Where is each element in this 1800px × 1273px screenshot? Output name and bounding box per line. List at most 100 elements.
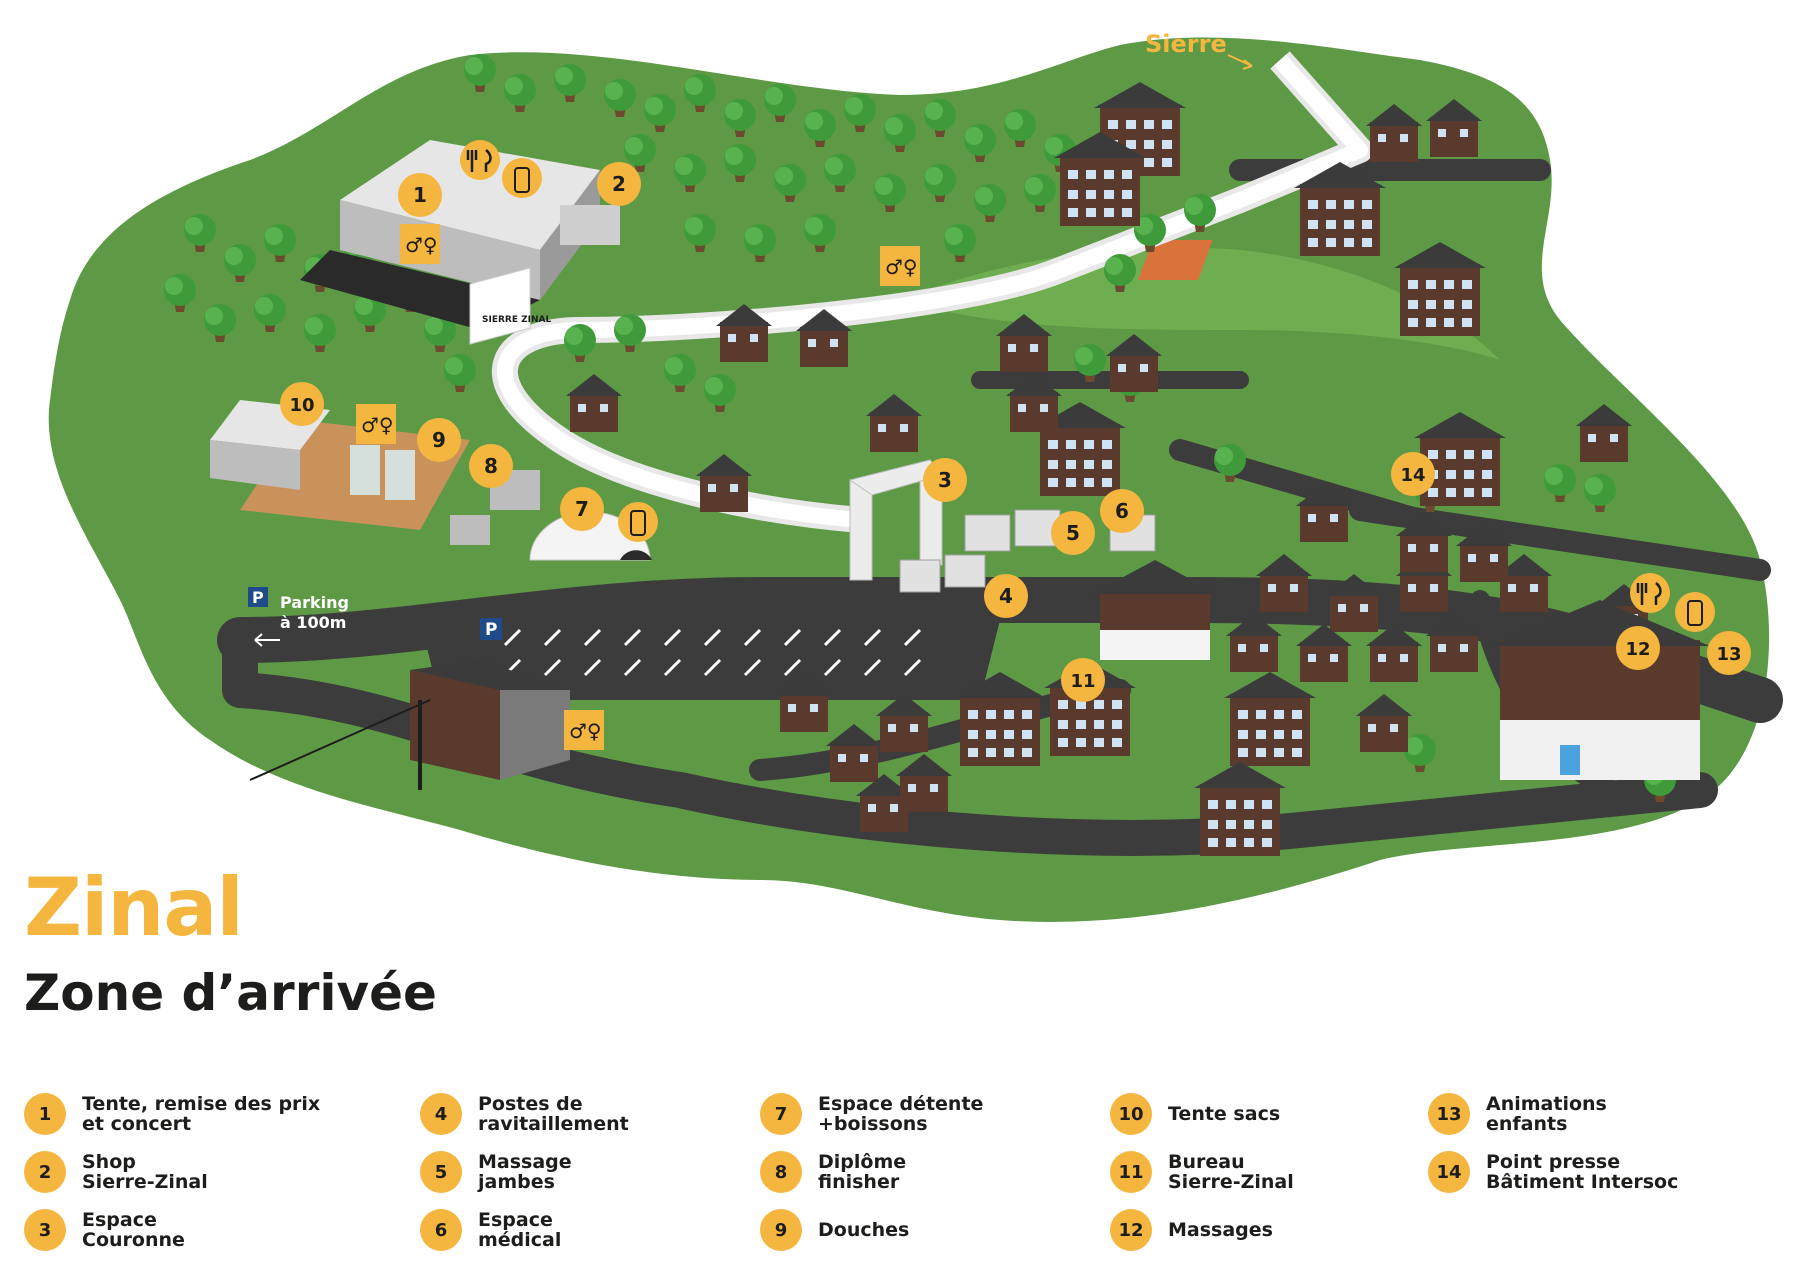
water-bottle-icon [618,502,658,542]
cable-car-station [249,660,570,790]
toilets-icon: ♂♀ [564,710,604,750]
legend-badge: 11 [1110,1151,1152,1193]
restaurant-icon [460,140,500,180]
map-marker-8[interactable]: 8 [469,444,513,488]
toilets-icon: ♂♀ [880,246,920,286]
svg-text:14: 14 [1400,465,1425,486]
svg-text:♂♀: ♂♀ [569,719,602,743]
svg-text:13: 13 [1716,644,1741,665]
svg-text:♂♀: ♂♀ [361,413,394,437]
legend-label: Tente, remise des prix et concert [82,1093,321,1135]
legend-item-5: 5 Massage jambes [420,1151,728,1193]
legend-label: Point presse Bâtiment Intersoc [1486,1151,1679,1193]
intersoc-building [1490,600,1710,780]
water-bottle-icon [1675,592,1715,632]
bag-tent [210,400,330,490]
svg-text:9: 9 [432,428,446,452]
map-marker-11[interactable]: 11 [1061,658,1105,702]
legend-item-13: 13 Animations enfants [1428,1093,1736,1135]
svg-text:11: 11 [1070,671,1095,692]
map-marker-2[interactable]: 2 [597,162,641,206]
legend-item-8: 8 Diplôme finisher [760,1151,1068,1193]
legend-item-2: 2 Shop Sierre-Zinal [24,1151,332,1193]
legend-badge: 7 [760,1093,802,1135]
map-marker-3[interactable]: 3 [923,458,967,502]
legend-label: Animations enfants [1486,1093,1607,1135]
parking-icon: P [248,587,268,607]
legend-badge: 14 [1428,1151,1470,1193]
legend-item-10: 10 Tente sacs [1110,1093,1418,1135]
svg-text:2: 2 [612,172,626,196]
sierre-zinal-banner: SIERRE ZINAL [469,267,551,345]
svg-text:♂♀: ♂♀ [405,233,438,257]
legend-badge: 12 [1110,1209,1152,1251]
svg-text:♂♀: ♂♀ [885,255,918,279]
finish-arch [848,459,943,581]
legend-badge: 5 [420,1151,462,1193]
legend-item-11: 11 Bureau Sierre-Zinal [1110,1151,1418,1193]
legend-item-6: 6 Espace médical [420,1209,728,1251]
legend-label: Postes de ravitaillement [478,1093,629,1135]
tennis-court [1138,240,1213,280]
showers [350,445,415,500]
map-marker-14[interactable]: 14 [1391,452,1435,496]
parking-label: Parking à 100m [280,593,355,632]
legend-label: Diplôme finisher [818,1151,907,1193]
map-marker-13[interactable]: 13 [1707,631,1751,675]
legend-item-12: 12 Massages [1110,1209,1418,1251]
map-marker-7[interactable]: 7 [560,487,604,531]
legend-label: Shop Sierre-Zinal [82,1151,208,1193]
map-marker-10[interactable]: 10 [280,382,324,426]
toilets-icon: ♂♀ [400,224,440,264]
legend-item-9: 9 Douches [760,1209,1068,1251]
legend-item-4: 4 Postes de ravitaillement [420,1093,728,1135]
restaurant-icon [1630,573,1670,613]
legend-label: Massages [1168,1219,1273,1241]
parking-label-line-1: Parking [280,593,349,612]
legend-label: Espace médical [478,1209,562,1251]
office-building [1092,560,1218,660]
map-marker-9[interactable]: 9 [417,418,461,462]
legend-label: Massage jambes [478,1151,572,1193]
map-marker-5[interactable]: 5 [1051,511,1095,555]
legend-label: Tente sacs [1168,1103,1281,1125]
zinal-finish-area-map: SIERRE ZINAL Sierre P Parking à 100m P ♂… [48,30,1783,922]
svg-text:10: 10 [289,395,314,416]
shop-building [560,205,620,245]
svg-text:6: 6 [1115,499,1129,523]
legend-item-3: 3 Espace Couronne [24,1209,332,1251]
legend-item-1: 1 Tente, remise des prix et concert [24,1093,332,1135]
legend-label: Douches [818,1219,910,1241]
legend-label: Bureau Sierre-Zinal [1168,1151,1294,1193]
legend-badge: 13 [1428,1093,1470,1135]
map-marker-4[interactable]: 4 [984,574,1028,618]
legend-item-14: 14 Point presse Bâtiment Intersoc [1428,1151,1736,1193]
legend-badge: 3 [24,1209,66,1251]
legend-badge: 6 [420,1209,462,1251]
map-title: Zinal [24,861,244,954]
legend-badge: 1 [24,1093,66,1135]
svg-text:7: 7 [575,497,589,521]
svg-text:P: P [485,620,497,640]
map-marker-6[interactable]: 6 [1100,489,1144,533]
legend-badge: 9 [760,1209,802,1251]
svg-text:P: P [252,588,264,607]
svg-text:8: 8 [484,454,498,478]
parking-label-line-2: à 100m [280,613,346,632]
legend-label: Espace détente +boissons [818,1093,984,1135]
left-arrow-icon [254,633,280,647]
svg-text:5: 5 [1066,521,1080,545]
map-marker-12[interactable]: 12 [1616,626,1660,670]
svg-text:4: 4 [999,584,1013,608]
legend-badge: 2 [24,1151,66,1193]
map-subtitle: Zone d’arrivée [24,964,437,1022]
legend-label: Espace Couronne [82,1209,185,1251]
svg-text:12: 12 [1625,639,1650,660]
legend-badge: 8 [760,1151,802,1193]
legend-badge: 10 [1110,1093,1152,1135]
toilets-icon: ♂♀ [356,404,396,444]
parking-icon: P [480,618,502,640]
legend-badge: 4 [420,1093,462,1135]
map-marker-1[interactable]: 1 [398,173,442,217]
arrow-icon [1227,54,1253,70]
